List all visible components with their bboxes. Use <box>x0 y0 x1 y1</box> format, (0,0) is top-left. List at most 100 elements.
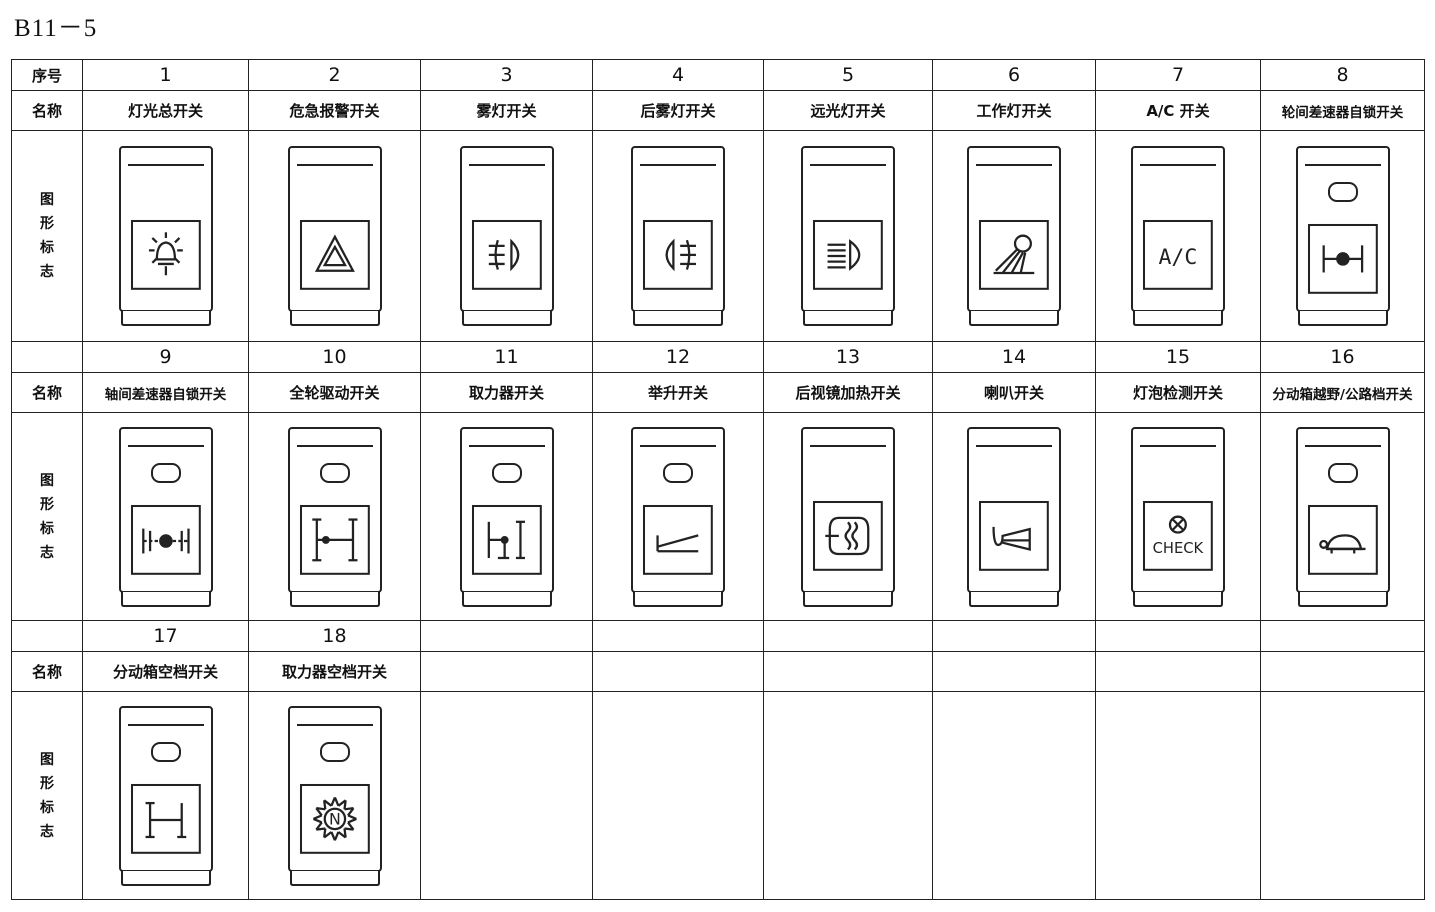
turtle-switch-graphic <box>1295 426 1390 607</box>
switch-number: 1 <box>82 59 249 91</box>
hazard-triangle-switch-graphic <box>287 146 382 326</box>
switch-name: 全轮驱动开关 <box>248 372 421 413</box>
switch-number: 2 <box>248 59 421 91</box>
switch-name: 雾灯开关 <box>420 90 593 131</box>
switch-name <box>932 651 1096 692</box>
pto-neutral-icon: N <box>299 783 370 854</box>
rear-fog-lamp-switch-graphic <box>631 146 725 326</box>
switch-name <box>1260 651 1425 692</box>
pto-icon <box>471 504 542 575</box>
high-beam-icon <box>812 219 883 290</box>
bulb-check-switch-graphic: CHECK <box>1131 426 1225 607</box>
switch-cell <box>1095 691 1261 900</box>
switch-cell <box>420 130 593 342</box>
switch-name: 取力器开关 <box>420 372 593 413</box>
switch-name: 喇叭开关 <box>932 372 1096 413</box>
indicator-lens <box>319 741 350 762</box>
switch-name: 灯泡检测开关 <box>1095 372 1261 413</box>
symbol-header: 图形标志 <box>11 130 83 342</box>
switch-cell <box>1260 691 1425 900</box>
switch-cell <box>763 130 933 342</box>
switch-number: 17 <box>82 620 249 652</box>
mirror-heat-switch-graphic <box>801 426 895 607</box>
axle-diff-lock-icon <box>130 504 201 575</box>
turtle-icon <box>1307 504 1378 575</box>
switch-cell <box>932 130 1096 342</box>
switch-cell <box>592 691 764 900</box>
switch-number: 9 <box>82 341 249 373</box>
switch-name: 轮间差速器自锁开关 <box>1260 90 1425 131</box>
rear-fog-lamp-icon <box>642 219 713 290</box>
switch-name: 举升开关 <box>592 372 764 413</box>
switch-number <box>763 620 933 652</box>
switch-number: 6 <box>932 59 1096 91</box>
switch-number: 14 <box>932 341 1096 373</box>
seq-header-blank <box>11 620 83 652</box>
switch-number: 3 <box>420 59 593 91</box>
switch-cell: N <box>248 691 421 900</box>
front-fog-lamp-icon <box>471 219 542 290</box>
indicator-lens <box>150 462 181 483</box>
switch-name: A/C 开关 <box>1095 90 1261 131</box>
switch-name <box>420 651 593 692</box>
symbol-header: 图形标志 <box>11 412 83 621</box>
svg-text:CHECK: CHECK <box>1153 539 1204 556</box>
switch-number: 11 <box>420 341 593 373</box>
indicator-lens <box>491 462 522 483</box>
pto-neutral-switch-graphic: N <box>287 705 382 886</box>
all-wheel-drive-icon <box>299 504 370 575</box>
switch-cell <box>592 130 764 342</box>
switch-cell <box>932 412 1096 621</box>
switch-number <box>932 620 1096 652</box>
symbol-header-label: 图形标志 <box>40 751 54 840</box>
switch-name: 后雾灯开关 <box>592 90 764 131</box>
mirror-heat-icon <box>812 500 883 571</box>
switch-name <box>1095 651 1261 692</box>
name-header: 名称 <box>11 90 83 131</box>
switch-cell <box>763 691 933 900</box>
work-lamp-switch-graphic <box>967 146 1061 326</box>
switch-cell <box>1260 130 1425 342</box>
symbol-header: 图形标志 <box>11 691 83 900</box>
ac-icon: A/C <box>1142 219 1213 290</box>
switch-number: 12 <box>592 341 764 373</box>
page-title: B11－5 <box>14 15 98 42</box>
sun-lamp-icon <box>130 219 201 290</box>
switch-number: 18 <box>248 620 421 652</box>
seq-header-blank <box>11 341 83 373</box>
svg-text:N: N <box>328 809 340 828</box>
switch-name: 工作灯开关 <box>932 90 1096 131</box>
lift-icon <box>642 504 713 575</box>
switch-cell <box>592 412 764 621</box>
switch-cell <box>932 691 1096 900</box>
sun-lamp-switch-graphic <box>118 146 213 326</box>
switch-name <box>592 651 764 692</box>
switch-name: 取力器空档开关 <box>248 651 421 692</box>
symbol-header-label: 图形标志 <box>40 192 54 280</box>
switch-number: 4 <box>592 59 764 91</box>
switch-number <box>420 620 593 652</box>
switch-cell: CHECK <box>1095 412 1261 621</box>
switch-number: 10 <box>248 341 421 373</box>
indicator-lens <box>150 741 181 762</box>
indicator-lens <box>319 462 350 483</box>
name-header: 名称 <box>11 372 83 413</box>
switch-name: 轴间差速器自锁开关 <box>82 372 249 413</box>
switch-number: 5 <box>763 59 933 91</box>
horn-icon <box>978 500 1049 571</box>
transfer-neutral-icon <box>130 783 201 854</box>
switch-number <box>1260 620 1425 652</box>
switch-cell <box>248 412 421 621</box>
high-beam-switch-graphic <box>801 146 895 326</box>
pto-switch-graphic <box>459 426 554 607</box>
switch-number: 13 <box>763 341 933 373</box>
wheel-diff-lock-icon <box>1307 223 1378 294</box>
wheel-diff-lock-switch-graphic <box>1295 146 1390 326</box>
switch-name <box>763 651 933 692</box>
all-wheel-drive-switch-graphic <box>287 426 382 607</box>
switch-cell <box>82 691 249 900</box>
switch-cell <box>248 130 421 342</box>
work-lamp-icon <box>978 219 1049 290</box>
ac-switch-graphic: A/C <box>1131 146 1225 326</box>
